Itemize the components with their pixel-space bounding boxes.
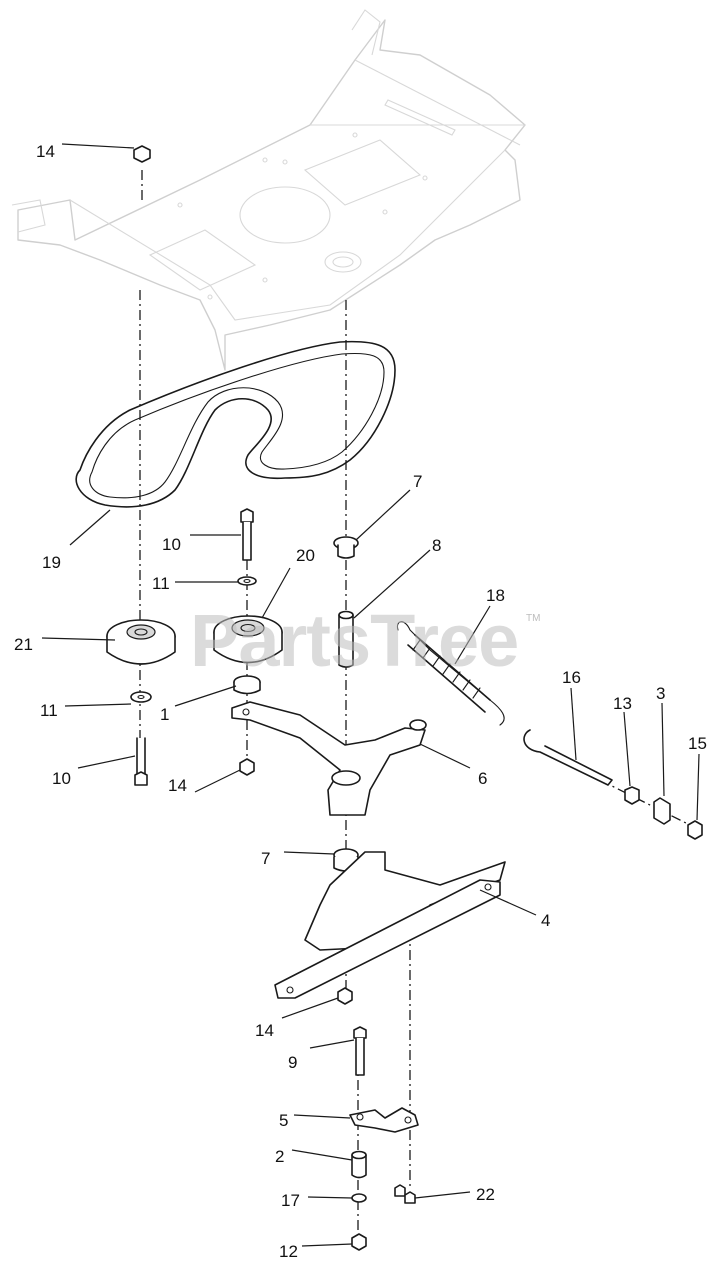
callout-8: 8: [432, 536, 441, 555]
callout-14: 14: [36, 142, 55, 161]
leader-lines: [41, 143, 700, 1247]
callout-16: 16: [562, 668, 581, 687]
drive-belt: [75, 340, 396, 508]
callout-7: 7: [413, 472, 422, 491]
callout-5: 5: [279, 1111, 288, 1130]
callout-17: 17: [281, 1191, 300, 1210]
deck-plate: [11, 9, 526, 371]
hardware-parts: [106, 145, 703, 1251]
callout-11: 11: [40, 701, 58, 720]
trademark-mark: TM: [526, 613, 540, 624]
callout-labels: 14 19 7 8 10 20 11 18 21 11 1 16 13 3 15…: [14, 142, 707, 1261]
callout-1: 1: [160, 705, 169, 724]
callout-14: 14: [255, 1021, 274, 1040]
callout-10: 10: [52, 769, 71, 788]
callout-3: 3: [656, 684, 665, 703]
callout-18: 18: [486, 586, 505, 605]
callout-7: 7: [261, 849, 270, 868]
callout-14: 14: [168, 776, 187, 795]
callout-11: 11: [152, 574, 170, 593]
callout-20: 20: [296, 546, 315, 565]
callout-21: 21: [14, 635, 33, 654]
callout-15: 15: [688, 734, 707, 753]
callout-12: 12: [279, 1242, 298, 1261]
callout-9: 9: [288, 1053, 297, 1072]
callout-2: 2: [275, 1147, 284, 1166]
callout-13: 13: [613, 694, 632, 713]
callout-6: 6: [478, 769, 487, 788]
partstree-watermark: PartsTree: [190, 599, 518, 682]
callout-4: 4: [541, 911, 550, 930]
callout-19: 19: [42, 553, 61, 572]
callout-22: 22: [476, 1185, 495, 1204]
callout-10: 10: [162, 535, 181, 554]
